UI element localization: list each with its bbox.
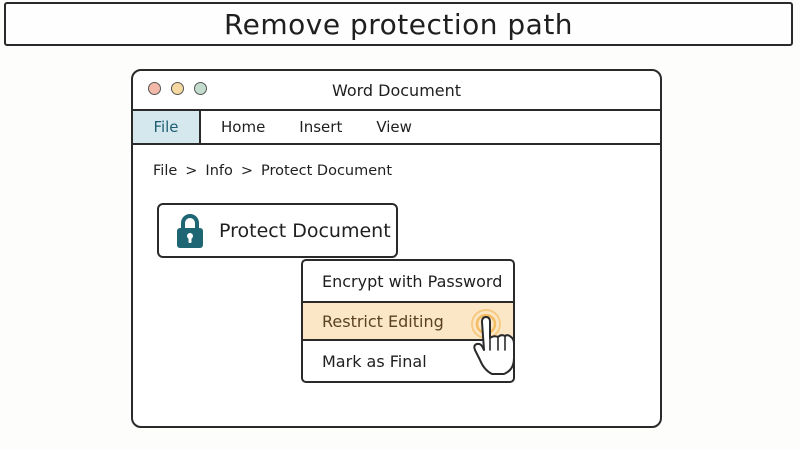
menu-file-label: File xyxy=(153,118,179,136)
menu-view[interactable]: View xyxy=(359,111,429,143)
menu-home[interactable]: Home xyxy=(201,111,282,143)
protect-dropdown-menu: Encrypt with Password Restrict Editing M… xyxy=(301,259,515,383)
banner-title: Remove protection path xyxy=(223,7,574,41)
breadcrumb-info[interactable]: Info xyxy=(205,163,233,179)
breadcrumb: File > Info > Protect Document xyxy=(153,163,392,179)
encrypt-with-password-label: Encrypt with Password xyxy=(322,271,503,291)
menu-home-label: Home xyxy=(221,118,266,136)
protect-document-label: Protect Document xyxy=(219,219,391,242)
menu-file[interactable]: File xyxy=(133,111,201,143)
menu-view-label: View xyxy=(376,118,412,136)
menu-insert-label: Insert xyxy=(299,118,343,136)
title-banner: Remove protection path xyxy=(4,2,793,46)
window-titlebar: Word Document xyxy=(133,71,660,111)
word-window: Word Document File Home Insert View File… xyxy=(131,69,662,428)
encrypt-with-password-option[interactable]: Encrypt with Password xyxy=(303,261,513,301)
window-controls xyxy=(148,82,207,95)
menu-bar: File Home Insert View xyxy=(133,111,660,145)
minimize-window-button[interactable] xyxy=(171,82,184,95)
close-window-button[interactable] xyxy=(148,82,161,95)
window-title: Word Document xyxy=(331,80,462,100)
maximize-window-button[interactable] xyxy=(194,82,207,95)
breadcrumb-file[interactable]: File xyxy=(153,163,178,179)
pointing-hand-cursor-icon xyxy=(471,309,515,375)
mark-as-final-option[interactable]: Mark as Final xyxy=(303,341,513,381)
restrict-editing-label: Restrict Editing xyxy=(322,311,444,331)
lock-icon xyxy=(177,213,203,248)
breadcrumb-protect-document: Protect Document xyxy=(261,163,393,179)
menu-insert[interactable]: Insert xyxy=(282,111,359,143)
mark-as-final-label: Mark as Final xyxy=(322,351,427,371)
protect-document-button[interactable]: Protect Document xyxy=(157,203,398,258)
breadcrumb-separator: > xyxy=(185,163,198,179)
breadcrumb-separator: > xyxy=(240,163,254,179)
